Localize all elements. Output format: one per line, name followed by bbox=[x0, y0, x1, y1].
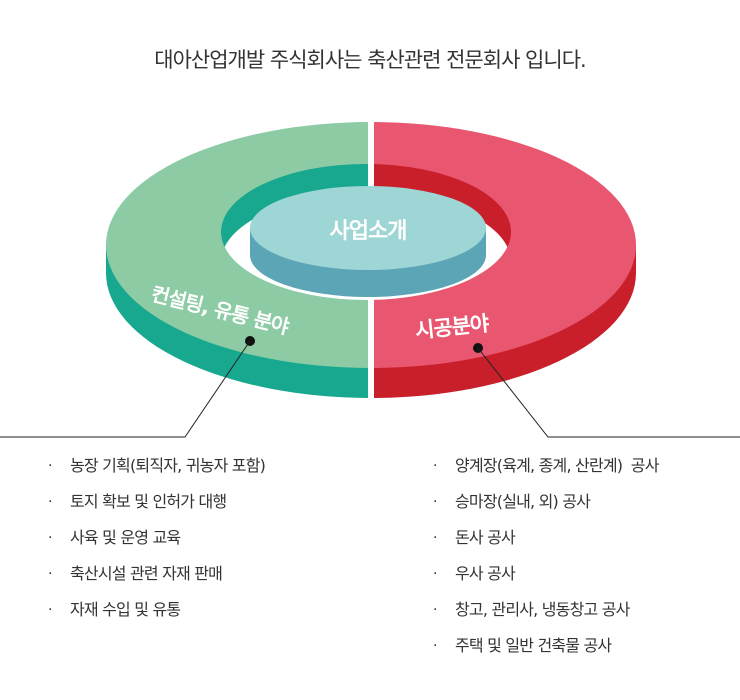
list-item: · 토지 확보 및 인허가 대행 bbox=[48, 491, 265, 527]
left-pointer-line bbox=[0, 340, 251, 438]
bullet: · bbox=[48, 530, 52, 546]
bullet: · bbox=[433, 530, 437, 546]
item-text: 창고, 관리사, 냉동창고 공사 bbox=[455, 600, 630, 619]
bullet: · bbox=[433, 638, 437, 654]
bullet: · bbox=[48, 494, 52, 510]
bullet: · bbox=[433, 458, 437, 474]
bullet: · bbox=[433, 566, 437, 582]
bullet: · bbox=[433, 494, 437, 510]
center-label: 사업소개 bbox=[330, 219, 407, 244]
list-item: · 돈사 공사 bbox=[433, 527, 659, 563]
item-text: 승마장(실내, 외) 공사 bbox=[455, 492, 591, 511]
item-text: 자재 수입 및 유통 bbox=[70, 600, 181, 619]
list-item: · 주택 및 일반 건축물 공사 bbox=[433, 635, 659, 671]
list-item: · 양계장(육계, 종계, 산란계) 공사 bbox=[433, 455, 659, 491]
page-title: 대아산업개발 주식회사는 축산관련 전문회사 입니다. bbox=[154, 48, 586, 72]
list-item: · 승마장(실내, 외) 공사 bbox=[433, 491, 659, 527]
item-text: 토지 확보 및 인허가 대행 bbox=[70, 492, 227, 511]
consulting-list: · 농장 기획(퇴직자, 귀농자 포함) · 토지 확보 및 인허가 대행 · 사육 … bbox=[48, 455, 266, 635]
list-item: · 우사 공사 bbox=[433, 563, 659, 599]
item-text: 사육 및 운영 교육 bbox=[70, 528, 181, 547]
list-item: · 자재 수입 및 유통 bbox=[48, 599, 265, 635]
list-item: · 창고, 관리사, 냉동창고 공사 bbox=[433, 599, 659, 635]
bullet: · bbox=[48, 458, 52, 474]
bullet: · bbox=[48, 566, 52, 582]
item-text: 농장 기획(퇴직자, 귀농자 포함) bbox=[70, 456, 266, 475]
construction-list: · 양계장(육계, 종계, 산란계) 공사 · 승마장(실내, 외) 공사 · 돈사 … bbox=[433, 455, 659, 671]
list-item: · 사육 및 운영 교육 bbox=[48, 527, 265, 563]
item-text: 주택 및 일반 건축물 공사 bbox=[455, 636, 612, 655]
item-text: 축산시설 관련 자재 판매 bbox=[70, 564, 223, 583]
list-item: · 농장 기획(퇴직자, 귀농자 포함) bbox=[48, 455, 266, 491]
bullet: · bbox=[48, 602, 52, 618]
item-text: 돈사 공사 bbox=[455, 528, 516, 547]
right-pointer-line bbox=[477, 347, 740, 438]
list-item: · 축산시설 관련 자재 판매 bbox=[48, 563, 265, 599]
bullet: · bbox=[433, 602, 437, 618]
item-text: 우사 공사 bbox=[455, 564, 516, 583]
center-disc bbox=[250, 186, 486, 297]
item-text: 양계장(육계, 종계, 산란계) 공사 bbox=[455, 456, 659, 475]
